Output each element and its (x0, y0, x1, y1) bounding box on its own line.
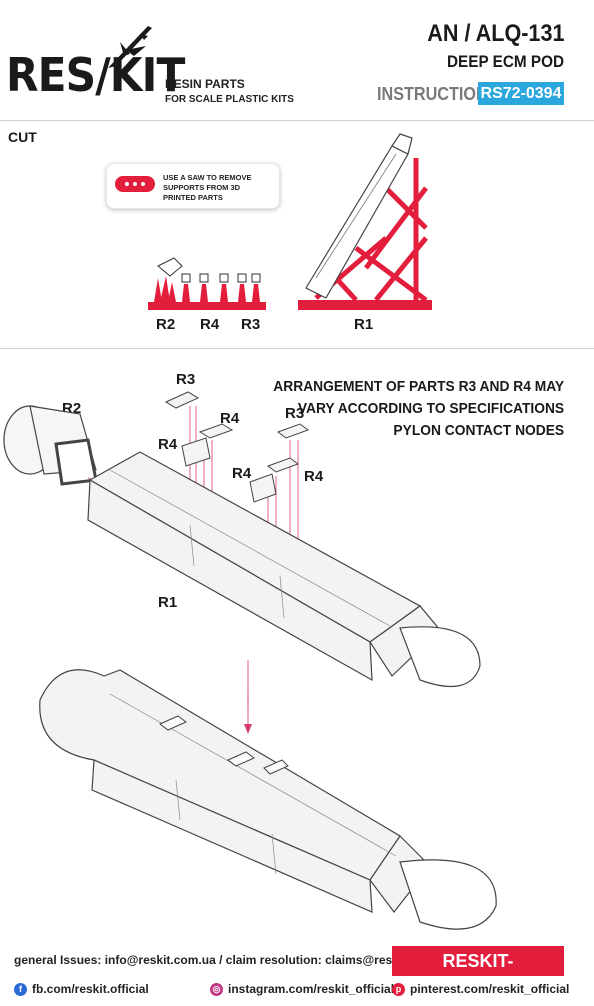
cut-label-r3: R3 (241, 316, 261, 333)
pinterest-link[interactable]: p pinterest.com/reskit_official (392, 982, 569, 996)
product-code-badge: RS72-0394 (478, 82, 564, 105)
r1-print-illustration (298, 133, 432, 310)
tagline-line1: RESIN PARTS (165, 77, 245, 91)
pinterest-text: pinterest.com/reskit_official (410, 982, 570, 996)
page-subtitle: DEEP ECM POD (446, 52, 564, 71)
page-title: AN / ALQ-131 (426, 20, 564, 47)
label-r3: R3 (285, 405, 305, 422)
divider (0, 348, 594, 349)
section-heading-cut: CUT (8, 129, 37, 145)
exploded-pod-illustration (3, 391, 481, 710)
label-r4: R4 (304, 468, 324, 485)
reskit-logo: RES/KIT (6, 48, 185, 102)
instagram-link[interactable]: ◎ instagram.com/reskit_official (210, 982, 394, 996)
saw-dots-icon (115, 176, 155, 192)
label-r3: R3 (176, 371, 196, 388)
saw-tip-box: USE A SAW TO REMOVE SUPPORTS FROM 3D PRI… (106, 163, 280, 209)
website-link[interactable]: RESKIT-MODELS.COM (392, 946, 564, 1001)
cut-label-r4: R4 (200, 316, 220, 333)
saw-tip-text: USE A SAW TO REMOVE SUPPORTS FROM 3D PRI… (163, 173, 252, 202)
facebook-link[interactable]: f fb.com/reskit.official (14, 982, 149, 996)
pinterest-icon: p (392, 982, 405, 996)
facebook-icon: f (14, 982, 27, 996)
contact-line: general Issues: info@reskit.com.ua / cla… (14, 953, 452, 967)
assembled-pod-illustration (39, 669, 497, 930)
instagram-icon: ◎ (210, 982, 223, 996)
tagline-line2: FOR SCALE PLASTIC KITS (165, 94, 294, 105)
cut-label-r2: R2 (156, 316, 176, 333)
label-r4: R4 (220, 410, 240, 427)
instagram-text: instagram.com/reskit_official (228, 982, 395, 996)
small-parts-print-illustration (148, 257, 266, 310)
label-r4: R4 (232, 465, 252, 482)
note-line: ARRANGEMENT OF PARTS R3 AND R4 MAY (273, 378, 564, 395)
label-r4: R4 (158, 436, 178, 453)
cut-label-r1: R1 (354, 316, 374, 333)
note-line: PYLON CONTACT NODES (393, 422, 564, 439)
jet-icon (108, 26, 152, 68)
logo-tagline: RESIN PARTS FOR SCALE PLASTIC KITS (165, 77, 294, 107)
divider (0, 120, 594, 121)
label-r1: R1 (158, 594, 178, 611)
facebook-text: fb.com/reskit.official (32, 982, 149, 996)
assembly-note: ARRANGEMENT OF PARTS R3 AND R4 MAY VARY … (273, 376, 564, 442)
instruction-label: INSTRUCTION (377, 84, 488, 104)
note-line: VARY ACCORDING TO SPECIFICATIONS (297, 400, 564, 417)
